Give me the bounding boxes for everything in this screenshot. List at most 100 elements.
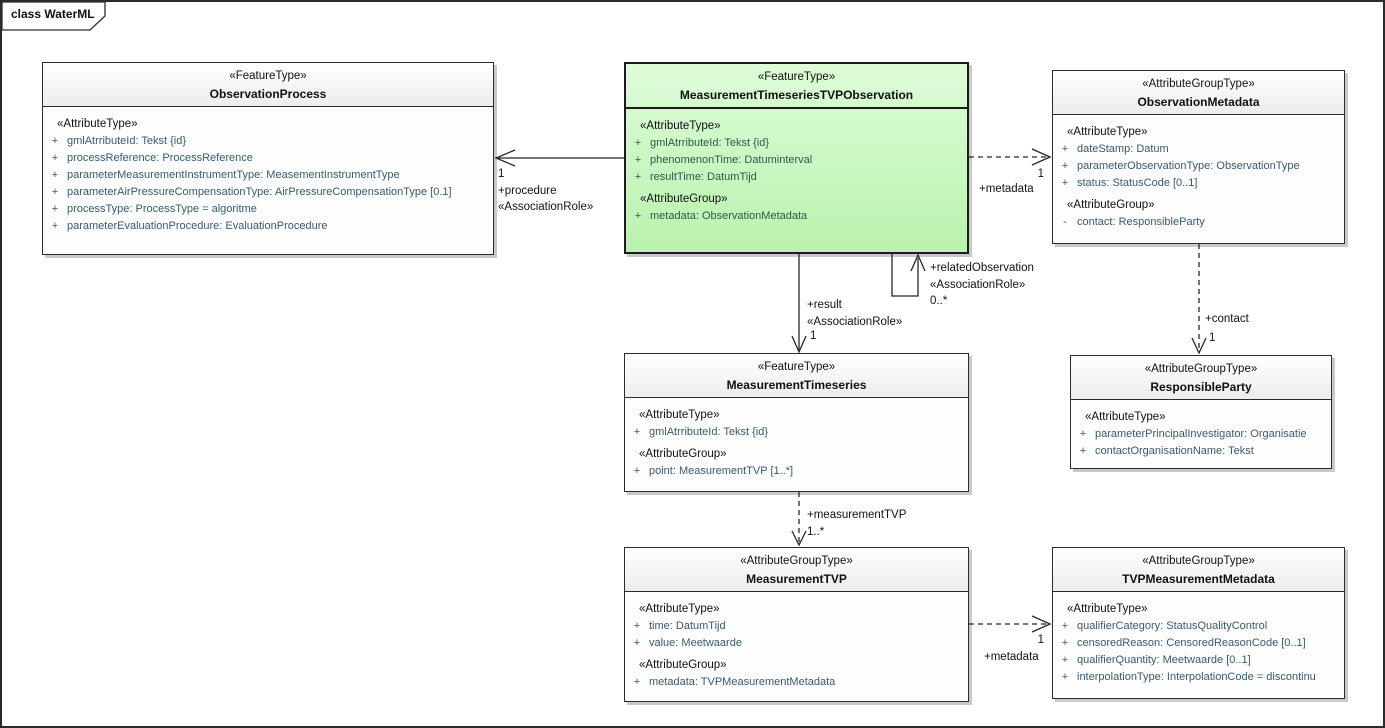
related-observation-arrowhead-icon — [910, 253, 926, 272]
diagram-frame-tab-label: class WaterML — [11, 7, 95, 21]
result-arrowhead-icon — [791, 335, 807, 354]
class-body: «AttributeType» +gmlAtrributeId: Tekst {… — [43, 107, 493, 239]
visibility: + — [51, 220, 59, 232]
attribute-text: dateStamp: Datum — [1077, 143, 1169, 155]
class-body: «AttributeType» +gmlAtrributeId: Tekst {… — [626, 109, 967, 229]
stereotype-label: «AssociationRole» — [930, 278, 1026, 291]
measurement-tvp-connector-labels: +measurementTVP 1..* — [807, 507, 906, 540]
role-label: +relatedObservation — [930, 262, 1034, 274]
class-measurement-timeseries-tvp-observation: «FeatureType» MeasurementTimeseriesTVPOb… — [624, 62, 969, 254]
visibility: + — [1061, 671, 1069, 683]
related-observation-self-line — [891, 253, 919, 297]
class-stereotype: «AttributeGroupType» — [1142, 555, 1255, 567]
attribute-row: +gmlAtrributeId: Tekst {id} — [43, 133, 489, 150]
section-label: «AttributeType» — [1067, 126, 1148, 138]
attribute-text: qualifierQuantity: Meetwaarde [0..1] — [1077, 654, 1251, 666]
visibility: + — [1061, 620, 1069, 632]
attribute-text: qualifierCategory: StatusQualityControl — [1077, 620, 1268, 632]
class-stereotype: «FeatureType» — [229, 70, 307, 82]
visibility: + — [1079, 445, 1087, 457]
attribute-text: contactOrganisationName: Tekst — [1095, 445, 1254, 457]
section-label: «AttributeType» — [1085, 411, 1166, 423]
role-label: +procedure — [498, 184, 557, 197]
metadata-top-arrowhead-icon — [1031, 148, 1052, 166]
attribute-text: parameterObservationType: ObservationTyp… — [1077, 160, 1300, 172]
contact-arrowhead-icon — [1191, 337, 1207, 355]
measurement-tvp-arrowhead-icon — [791, 530, 807, 547]
class-responsible-party: «AttributeGroupType» ResponsibleParty «A… — [1070, 355, 1332, 469]
attribute-text: metadata: ObservationMetadata — [650, 210, 808, 222]
visibility: + — [51, 186, 59, 198]
attribute-text: parameterPrincipalInvestigator: Organisa… — [1095, 428, 1307, 440]
class-header: «FeatureType» ObservationProcess — [43, 63, 493, 107]
class-header: «AttributeGroupType» ObservationMetadata — [1053, 71, 1344, 115]
section-label: «AttributeGroup» — [1067, 199, 1155, 211]
attribute-row: + qualifierCategory: StatusQualityControl — [1053, 618, 1340, 635]
visibility: + — [1061, 637, 1069, 649]
stereotype-label: «AssociationRole» — [807, 315, 903, 328]
visibility: - — [1063, 216, 1067, 228]
visibility: + — [1061, 177, 1069, 189]
class-body: «AttributeType» +qualifierCategory: Stat… — [1053, 592, 1344, 690]
visibility: + — [51, 203, 59, 215]
visibility: + — [633, 637, 641, 649]
attribute-text: point: MeasurementTVP [1..*] — [649, 465, 794, 477]
metadata-top-multiplicity-label: 1 — [1037, 168, 1044, 180]
visibility: + — [51, 169, 59, 181]
class-body: «AttributeType» + parameterPrincipalInves… — [1071, 400, 1331, 464]
visibility: + — [633, 465, 641, 477]
class-header: «AttributeGroupType» MeasurementTVP — [625, 548, 968, 592]
class-name: MeasurementTVP — [746, 572, 847, 586]
attribute-row: + parameterMeasurementInstrumentType: Mea… — [43, 167, 489, 184]
section-label: «AttributeGroup» — [639, 448, 727, 460]
class-stereotype: «FeatureType» — [757, 361, 836, 373]
attribute-text: parameterMeasurementInstrumentType: Meas… — [67, 169, 400, 181]
class-body: «AttributeType» + gmlAtrributeId: Tekst {… — [625, 398, 968, 484]
class-measurement-timeseries: «FeatureType» MeasurementTimeseries «Att… — [624, 353, 969, 492]
attribute-row: +qualifierQuantity: Meetwaarde [0..1] — [1053, 652, 1340, 669]
visibility: + — [1061, 160, 1069, 172]
section-label: «AttributeGroup» — [640, 193, 728, 205]
class-body: «AttributeType» +time: DatumTijd +value:… — [625, 592, 968, 695]
class-header: «AttributeGroupType» TVPMeasurementMetad… — [1053, 548, 1344, 592]
class-name: MeasurementTimeseriesTVPObservation — [679, 88, 914, 102]
result-connector-labels: +result «AssociationRole» — [807, 297, 902, 330]
attribute-row: + parameterAirPressureCompensationType: A… — [43, 184, 489, 201]
visibility: + — [634, 171, 642, 183]
multiplicity-label: 0..* — [930, 295, 948, 307]
class-stereotype: «AttributeGroupType» — [740, 555, 853, 567]
attribute-text: parameterEvaluationProcedure: Evaluation… — [67, 220, 328, 232]
class-body: «AttributeType» + dateStamp: Datum + param… — [1053, 115, 1344, 235]
attribute-row: +gmlAtrributeId: Tekst {id} — [626, 135, 963, 152]
attribute-row: +status: StatusCode [0..1] — [1053, 175, 1340, 192]
section-label: «AttributeType» — [639, 603, 720, 615]
contact-multiplicity-label: 1 — [1209, 332, 1216, 344]
attribute-row: +value: Meetwaarde — [625, 635, 964, 652]
attribute-text: parameterAirPressureCompensationType: Ai… — [67, 186, 452, 198]
class-header: «FeatureType» MeasurementTimeseriesTVPOb… — [626, 64, 967, 109]
visibility: + — [633, 620, 641, 632]
attribute-row: +time: DatumTijd — [625, 618, 964, 635]
visibility: + — [633, 426, 641, 438]
class-name: ResponsibleParty — [1150, 380, 1252, 394]
class-observation-process: «FeatureType» ObservationProcess «Attrib… — [42, 62, 494, 255]
section-label: «AttributeType» — [640, 120, 721, 132]
section-label: «AttributeType» — [639, 409, 720, 421]
attribute-row: + parameterPrincipalInvestigator: Organis… — [1071, 426, 1327, 443]
attribute-row: + censoredReason: CensoredReasonCode [0..… — [1053, 635, 1340, 652]
attribute-text: censoredReason: CensoredReasonCode [0..1… — [1077, 637, 1306, 649]
class-tvp-measurement-metadata: «AttributeGroupType» TVPMeasurementMetad… — [1052, 547, 1345, 699]
attribute-text: processReference: ProcessReference — [67, 152, 253, 164]
metadata-bottom-arrowhead-icon — [1031, 615, 1052, 633]
visibility: + — [1079, 428, 1087, 440]
metadata-bottom-role-label: +metadata — [984, 651, 1039, 663]
attribute-row: +resultTime: DatumTijd — [626, 169, 963, 186]
visibility: + — [51, 135, 59, 147]
class-observation-metadata: «AttributeGroupType» ObservationMetadata… — [1052, 70, 1345, 244]
result-multiplicity-label: 1 — [810, 330, 817, 342]
attribute-text: interpolationType: InterpolationCode = d… — [1077, 671, 1316, 683]
multiplicity-label: 1 — [498, 168, 505, 180]
class-name: TVPMeasurementMetadata — [1122, 572, 1275, 586]
visibility: + — [1061, 143, 1069, 155]
attribute-text: gmlAtrributeId: Tekst {id} — [649, 426, 769, 438]
